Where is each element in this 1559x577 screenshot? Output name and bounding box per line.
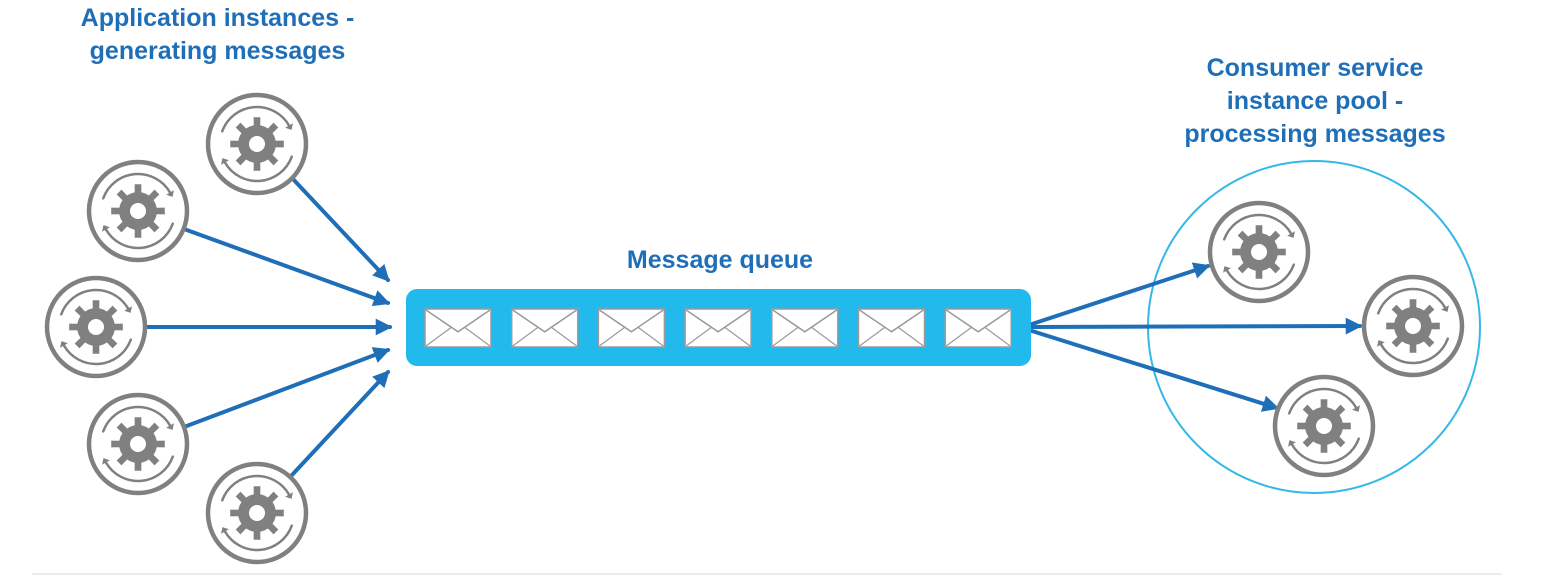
producer-instance-4 (86, 392, 190, 496)
producer-instance-1 (205, 92, 309, 196)
envelope-icon (597, 308, 666, 348)
gear-cycle-icon (220, 474, 294, 552)
message-envelope (510, 308, 579, 348)
gear-cycle-icon (1287, 387, 1361, 465)
gear-cycle-icon (1376, 287, 1450, 365)
envelope-icon (684, 308, 752, 348)
producer-instance-2 (86, 159, 190, 263)
message-envelope (424, 308, 492, 348)
producer-arrow-4 (182, 347, 391, 429)
envelope-icon (944, 308, 1012, 348)
message-envelope (857, 308, 926, 348)
producer-arrow-5 (290, 370, 390, 477)
consumers-title-line-3: processing messages (1184, 120, 1446, 148)
producer-arrow-2 (182, 227, 391, 307)
queue-title: Message queue (626, 246, 814, 274)
producer-arrow-1 (290, 176, 390, 282)
consumer-instance-2 (1361, 274, 1465, 378)
producers-title: Application instances - generating messa… (40, 2, 395, 68)
gear-cycle-icon (101, 405, 175, 483)
consumer-instance-3 (1272, 374, 1376, 478)
consumer-arrow-2 (1030, 317, 1363, 335)
producer-instance-3 (44, 275, 148, 379)
message-queue (406, 289, 1031, 366)
gear-cycle-icon (101, 172, 175, 250)
message-envelope (597, 308, 666, 348)
envelope-icon (857, 308, 926, 348)
envelope-icon (771, 308, 839, 348)
consumer-arrow-3 (1030, 329, 1280, 412)
gear-cycle-icon (59, 288, 133, 366)
producers-title-line-2: generating messages (89, 37, 346, 65)
consumer-instance-1 (1207, 200, 1311, 304)
gear-cycle-icon (220, 105, 294, 183)
envelope-icon (424, 308, 492, 348)
producer-instance-5 (205, 461, 309, 565)
consumers-title-line-1: Consumer service (1206, 54, 1424, 82)
producers-title-line-1: Application instances - (80, 4, 355, 32)
message-envelope (944, 308, 1012, 348)
envelope-icon (510, 308, 579, 348)
consumer-arrow-1 (1030, 262, 1211, 326)
gear-cycle-icon (1222, 213, 1296, 291)
consumers-title: Consumer service instance pool - process… (1150, 52, 1480, 151)
message-envelope (771, 308, 839, 348)
message-envelope (684, 308, 752, 348)
consumers-title-line-2: instance pool - (1226, 87, 1404, 115)
